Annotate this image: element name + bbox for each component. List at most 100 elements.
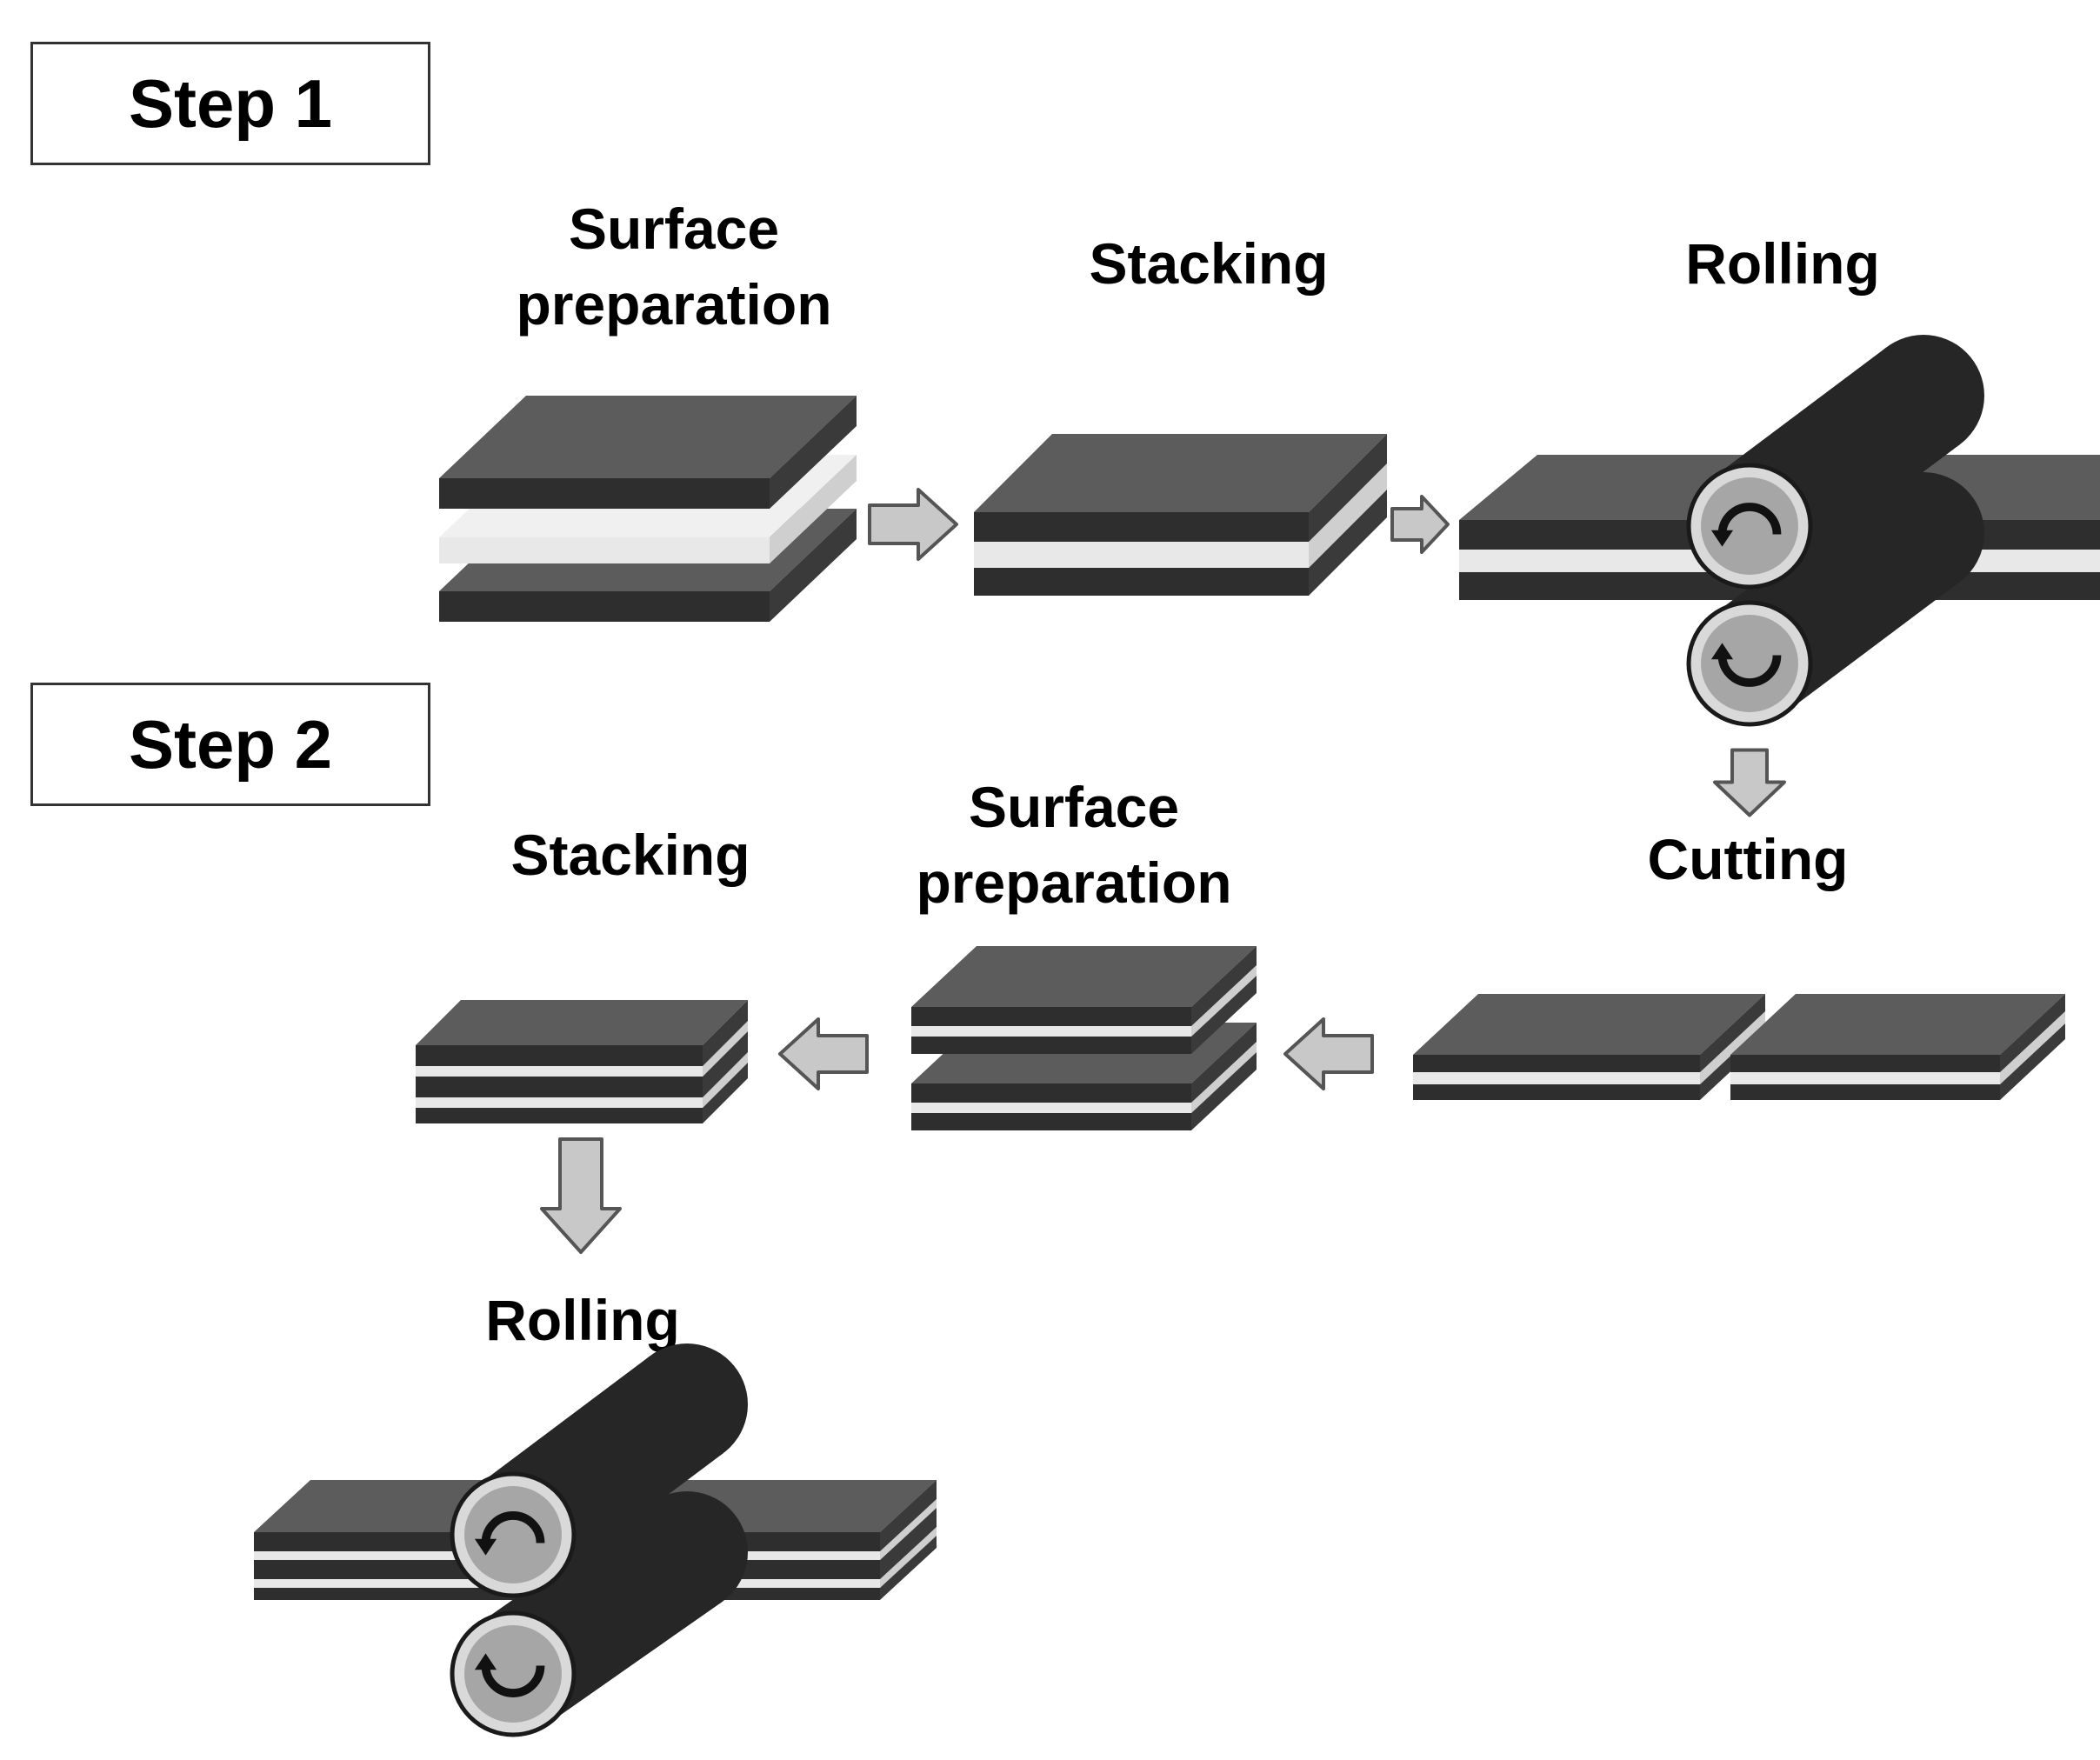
metal-sheet-front [911, 1007, 1191, 1026]
metal-sheet-side [703, 1031, 748, 1097]
metal-sheet-side [2000, 994, 2065, 1072]
metal-sheet-front [416, 1045, 703, 1066]
interlayer-front [1413, 1072, 1700, 1084]
step1-surface-preparation-sheets [439, 396, 857, 622]
metal-sheet-side [703, 1063, 748, 1123]
flow-arrow-icon [1713, 748, 1786, 817]
roller-end [1863, 335, 1984, 457]
metal-sheet-front [974, 512, 1309, 542]
step2-surface-preparation-label: Surface preparation [861, 770, 1287, 921]
label-line: Surface [968, 775, 1180, 839]
metal-sheet-front [911, 1083, 1191, 1103]
label-line: Rolling [485, 1288, 680, 1352]
cut-piece-right [1730, 994, 2065, 1100]
rotation-head [1710, 530, 1734, 547]
interlayer-front [911, 1103, 1191, 1113]
flow-arrow-icon [1390, 495, 1450, 554]
interlayer-side [1191, 1042, 1257, 1113]
label-line: Cutting [1647, 827, 1849, 891]
step1-surface-preparation-label: Surface preparation [461, 191, 887, 343]
metal-sheet-side [880, 1536, 937, 1600]
metal-sheet-front [439, 591, 770, 622]
metal-sheet-side [1191, 1023, 1257, 1103]
flow-arrow-icon [868, 488, 958, 561]
metal-sheet-front [416, 1077, 703, 1097]
step2-label: Step 2 [128, 705, 333, 783]
roller-end [626, 1491, 748, 1613]
metal-sheet-top [416, 1000, 748, 1045]
metal-sheet-front [1730, 1055, 2000, 1072]
rotation-arc [481, 1511, 545, 1543]
metal-sheet-side [1191, 976, 1257, 1054]
cut-piece-left [1413, 994, 1765, 1100]
metal-sheet-top [1730, 994, 2065, 1055]
metal-sheet-front [439, 478, 770, 509]
metal-sheet-side [770, 396, 857, 509]
step2-upper-pair [911, 946, 1257, 1054]
metal-sheet-top [911, 946, 1257, 1007]
metal-sheet-side [2000, 1023, 2065, 1100]
interlayer-side [880, 1527, 937, 1588]
metal-sheet-side [1191, 946, 1257, 1026]
interlayer-front [974, 542, 1309, 568]
label-line: Stacking [510, 823, 750, 887]
roller-face [464, 1486, 562, 1583]
interlayer-front [416, 1097, 703, 1108]
rotation-arc [1717, 503, 1782, 535]
interlayer-side [1309, 463, 1387, 568]
interlayer-front [911, 1026, 1191, 1037]
interlayer-side [1191, 965, 1257, 1037]
roller-face [464, 1625, 562, 1723]
interlayer-front [416, 1066, 703, 1077]
metal-sheet-side [703, 1000, 748, 1066]
rotation-arrow-icon [1710, 503, 1782, 547]
step1-rolling-label: Rolling [1583, 226, 1983, 302]
interlayer-side [2000, 1011, 2065, 1084]
roller-end [626, 1343, 748, 1465]
metal-sheet-top [974, 434, 1387, 512]
step2-stacking-label: Stacking [435, 817, 826, 893]
rotation-arrow-icon [1710, 643, 1782, 687]
step1-bottom-roller [1686, 472, 1984, 727]
metal-sheet-side [880, 1480, 937, 1551]
step1-top-roller [1686, 335, 1984, 590]
step2-rolling-label: Rolling [383, 1283, 783, 1358]
step1-stacked-sheets [974, 434, 1387, 596]
metal-sheet-front [1730, 1084, 2000, 1100]
metal-sheet-front [1413, 1055, 1700, 1072]
label-line: Stacking [1089, 231, 1329, 296]
rotation-arc [481, 1665, 545, 1697]
metal-sheet-side [1309, 434, 1387, 542]
metal-sheet-front [1413, 1084, 1700, 1100]
rotation-head [1710, 643, 1734, 660]
step1-stacking-label: Stacking [1009, 226, 1409, 302]
metal-sheet-front [416, 1108, 703, 1123]
rotation-arrow-icon [474, 1511, 545, 1556]
metal-sheet-top [439, 396, 857, 478]
interlayer-front [1730, 1072, 2000, 1084]
metal-sheet-side [1700, 994, 1765, 1072]
metal-sheet-front [974, 568, 1309, 596]
interlayer-front [439, 537, 770, 563]
flow-arrow-icon [1283, 1017, 1374, 1090]
roller-end [1863, 472, 1984, 594]
label-line: preparation [516, 272, 832, 337]
interlayer-side [703, 1021, 748, 1077]
cutting-label: Cutting [1557, 822, 1939, 897]
interlayer-side [1700, 1011, 1765, 1084]
roller-face [1701, 477, 1798, 575]
step2-bottom-roller [450, 1491, 748, 1737]
metal-sheet-side [880, 1508, 937, 1579]
label-line: Surface [568, 197, 780, 261]
step2-box: Step 2 [30, 683, 430, 806]
metal-sheet-top [1413, 994, 1765, 1055]
label-line: Rolling [1685, 231, 1880, 296]
rotation-arc [1717, 655, 1782, 687]
rotation-head [474, 1653, 497, 1670]
metal-sheet-side [1309, 490, 1387, 596]
interlayer-side [770, 455, 857, 563]
interlayer-side [880, 1499, 937, 1560]
metal-sheet-side [770, 509, 857, 622]
metal-sheet-front [911, 1037, 1191, 1054]
